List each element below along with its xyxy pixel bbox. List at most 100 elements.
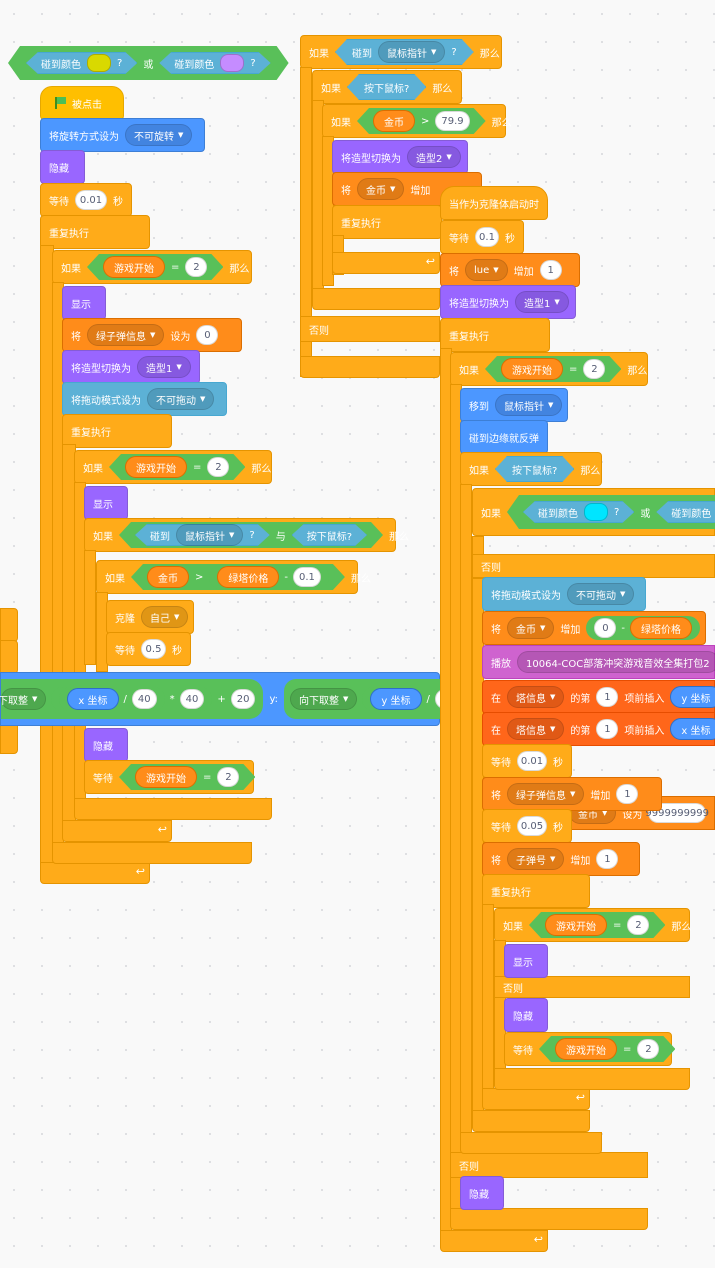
equals-op[interactable]: 游戏开始=2	[529, 912, 665, 938]
floor-dropdown[interactable]: 向下取整▼	[0, 688, 47, 710]
rotation-dropdown[interactable]: 不可旋转▼	[125, 124, 193, 146]
touching-color-cyan[interactable]: 碰到颜色?	[523, 501, 634, 523]
floor-op-x[interactable]: 向下取整▼ x 坐标/40 *40 +20	[0, 679, 264, 719]
equals-op[interactable]: 游戏开始=2	[119, 764, 255, 790]
subtract-op[interactable]: 0-绿塔价格	[586, 616, 700, 640]
eq-value[interactable]: 2	[217, 767, 239, 787]
wait-input[interactable]: 0.5	[141, 639, 166, 659]
set-value[interactable]: 0	[196, 325, 219, 345]
touch-dropdown[interactable]: 鼠标指针▼	[378, 41, 445, 63]
show-block-r[interactable]: 显示	[504, 944, 548, 978]
costume-dropdown[interactable]: 造型2▼	[407, 146, 461, 168]
forever-outer[interactable]: 重复执行	[40, 215, 150, 249]
x-position[interactable]: x 坐标	[67, 688, 119, 710]
var-dropdown[interactable]: 绿子弹信息▼	[507, 783, 585, 805]
forever-mid[interactable]: 重复执行	[332, 205, 442, 239]
if-game-start-2[interactable]: 如果 游戏开始=2 那么	[74, 450, 272, 484]
if-touching-mouse[interactable]: 如果 碰到鼠标指针▼? 那么	[300, 35, 502, 69]
touch-dropdown[interactable]: 鼠标指针▼	[176, 524, 243, 546]
equals-op[interactable]: 游戏开始=2	[87, 254, 223, 280]
touching-color-2[interactable]: 碰到颜色?	[159, 52, 270, 74]
clone-block[interactable]: 克隆自己▼	[106, 600, 194, 634]
switch-costume[interactable]: 将造型切换为造型1▼	[62, 350, 200, 384]
show-block[interactable]: 显示	[62, 286, 106, 320]
offscreen-block-1[interactable]	[0, 608, 18, 642]
switch-costume-2[interactable]: 将造型切换为造型2▼	[332, 140, 468, 174]
set-rotation-style[interactable]: 将旋转方式设为不可旋转▼	[40, 118, 205, 152]
gt-op[interactable]: 金币> 绿塔价格-0.1	[131, 564, 345, 590]
if-mouse-down[interactable]: 如果 按下鼠标? 那么	[312, 70, 462, 104]
bounce-on-edge[interactable]: 碰到边缘就反弹	[460, 420, 548, 454]
if-touch-colors[interactable]: 如果 碰到颜色? 或 碰到颜色	[472, 488, 715, 536]
var-game-start[interactable]: 游戏开始	[103, 256, 165, 278]
change-value[interactable]: 1	[539, 260, 562, 280]
go-to-xy[interactable]: 向下取整▼ x 坐标/40 *40 +20 y: 向下取整▼ y 坐标/40	[0, 672, 474, 726]
var-dropdown[interactable]: 绿子弹信息▼	[87, 324, 165, 346]
wait-input[interactable]: 0.1	[475, 227, 499, 247]
color-swatch-lavender[interactable]	[220, 54, 244, 72]
wait-input[interactable]: 0.01	[75, 190, 107, 210]
mouse-down[interactable]: 按下鼠标?	[347, 74, 426, 100]
if-touching-and-mouse[interactable]: 如果 碰到鼠标指针▼? 与 按下鼠标? 那么	[84, 518, 409, 552]
var-tower-price[interactable]: 绿塔价格	[630, 617, 692, 639]
gt-op[interactable]: 金币>79.9	[357, 108, 486, 134]
if-mouse-down-r[interactable]: 如果 按下鼠标? 那么	[460, 452, 602, 486]
eq-value[interactable]: 2	[637, 1039, 659, 1059]
show-block-2[interactable]: 显示	[84, 486, 128, 520]
plus-value[interactable]: 20	[230, 689, 256, 709]
mouse-down[interactable]: 按下鼠标?	[292, 524, 367, 546]
when-start-as-clone[interactable]: 当作为克隆体启动时	[440, 186, 548, 220]
eq-value[interactable]: 2	[207, 457, 229, 477]
forever-inner[interactable]: 重复执行	[62, 414, 172, 448]
mul-op[interactable]: x 坐标/40 *40	[51, 687, 213, 711]
wait-until[interactable]: 等待 游戏开始=2	[84, 760, 254, 794]
var-game-start[interactable]: 游戏开始	[555, 1038, 617, 1060]
zero-value[interactable]: 0	[594, 618, 617, 638]
change-value[interactable]: 1	[616, 784, 639, 804]
subtract-op[interactable]: 绿塔价格-0.1	[209, 565, 329, 589]
hide-block[interactable]: 隐藏	[40, 150, 85, 184]
touching-color-other[interactable]: 碰到颜色	[656, 501, 715, 523]
hide-block-r[interactable]: 隐藏	[504, 998, 548, 1032]
sound-dropdown[interactable]: 10064-COC部落冲突游戏音效全集打包2	[517, 651, 715, 673]
forever-right-2[interactable]: 重复执行	[482, 874, 590, 908]
equals-op[interactable]: 游戏开始=2	[109, 454, 245, 480]
wait-until-r[interactable]: 等待 游戏开始=2	[504, 1032, 672, 1066]
wait-input[interactable]: 0.05	[517, 816, 547, 836]
var-game-start[interactable]: 游戏开始	[545, 914, 607, 936]
var-dropdown[interactable]: 子弹号▼	[507, 848, 565, 870]
y-position[interactable]: y 坐标	[670, 686, 715, 708]
list-dropdown[interactable]: 塔信息▼	[507, 686, 565, 708]
or-op[interactable]: 碰到颜色? 或 碰到颜色	[507, 495, 715, 529]
when-flag-clicked[interactable]: 被点击	[40, 86, 124, 120]
mul-value[interactable]: 40	[179, 689, 205, 709]
div-value[interactable]: 40	[131, 689, 157, 709]
if-game-start[interactable]: 如果 游戏开始=2 那么	[52, 250, 252, 284]
eq-value[interactable]: 2	[185, 257, 207, 277]
equals-op[interactable]: 游戏开始=2	[485, 356, 621, 382]
equals-op[interactable]: 游戏开始=2	[539, 1036, 675, 1062]
y-position[interactable]: y 坐标	[370, 688, 422, 710]
change-coin-r[interactable]: 将金币▼增加 0-绿塔价格	[482, 611, 706, 645]
var-game-start[interactable]: 游戏开始	[501, 358, 563, 380]
var-game-start[interactable]: 游戏开始	[135, 766, 197, 788]
or-reporter[interactable]: 碰到颜色? 或 碰到颜色?	[8, 46, 289, 80]
hide-block-r2[interactable]: 隐藏	[460, 1176, 504, 1210]
and-op[interactable]: 碰到鼠标指针▼? 与 按下鼠标?	[119, 522, 383, 548]
costume-dropdown[interactable]: 造型1▼	[515, 291, 569, 313]
change-value[interactable]: 1	[596, 849, 619, 869]
var-coin[interactable]: 金币	[373, 110, 415, 132]
go-to-mouse[interactable]: 移到鼠标指针▼	[460, 388, 568, 422]
set-drag-mode-r[interactable]: 将拖动模式设为不可拖动▼	[482, 577, 646, 611]
eq-value[interactable]: 2	[583, 359, 605, 379]
set-drag-mode[interactable]: 将拖动模式设为不可拖动▼	[62, 382, 227, 416]
touching-color-1[interactable]: 碰到颜色?	[26, 52, 137, 74]
minus-value[interactable]: 0.1	[293, 567, 321, 587]
